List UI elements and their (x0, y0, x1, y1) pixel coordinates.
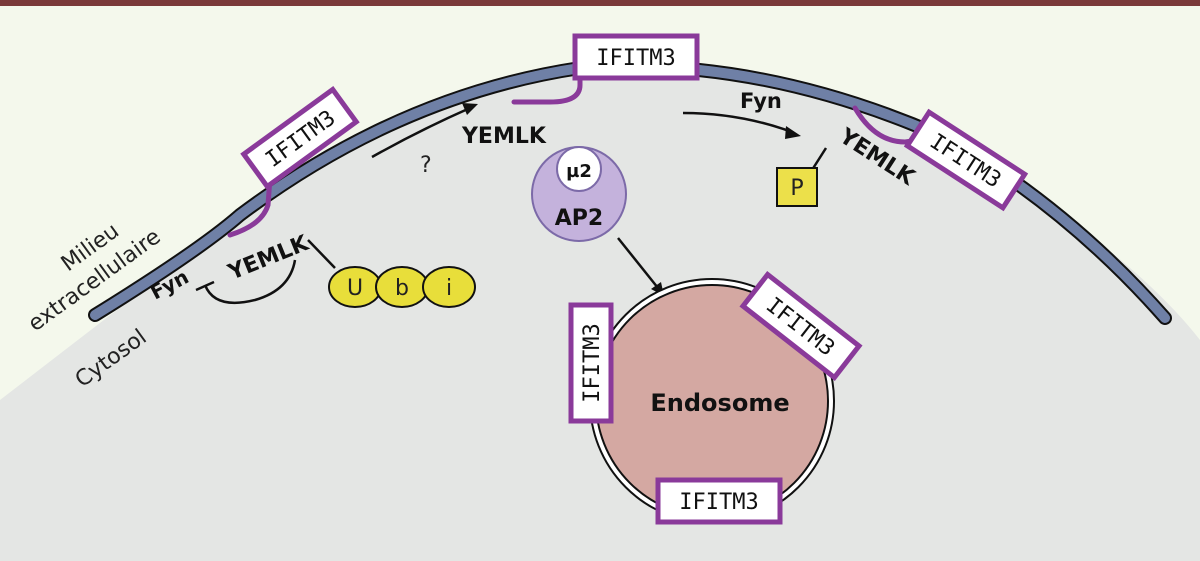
inhibition-bar (195, 280, 215, 292)
mu2-label: µ2 (566, 161, 592, 182)
ifitm3-label: IFITM3 (596, 46, 675, 71)
arrowhead-question (462, 103, 478, 115)
ifitm3-box-top: IFITM3 (572, 33, 700, 81)
ifitm3-label: IFITM3 (580, 323, 605, 402)
arrow-question (371, 106, 471, 159)
phospho-link (810, 147, 828, 171)
ifitm3-box-endosome-left: IFITM3 (568, 302, 614, 424)
ap2-label: AP2 (555, 206, 603, 231)
mu2-subunit (556, 146, 602, 192)
arrow-fyn (682, 111, 793, 134)
fyn-right: Fyn (740, 89, 782, 113)
header-bar (0, 0, 1200, 6)
phospho-group (776, 167, 818, 207)
ubi-link (307, 239, 336, 269)
ubiquitin-i (422, 266, 476, 308)
question-mark: ? (420, 153, 432, 178)
arrow-to-endosome (617, 237, 659, 289)
inhibition-line (203, 259, 297, 305)
motif-center: YEMLK (461, 124, 547, 149)
ifitm3-label: IFITM3 (679, 490, 758, 515)
arrowhead-fyn (785, 126, 801, 139)
ubiquitin-i-label: i (446, 276, 452, 301)
endosome-label: Endosome (650, 389, 789, 417)
phospho-label: P (790, 176, 803, 201)
ubiquitin-b-label: b (395, 276, 409, 301)
ubiquitin-u-label: U (347, 276, 363, 301)
ifitm3-box-endosome-bottom: IFITM3 (655, 477, 783, 525)
ifitm3-tail-top (511, 69, 583, 105)
ifitm3-tail-left (227, 175, 273, 238)
